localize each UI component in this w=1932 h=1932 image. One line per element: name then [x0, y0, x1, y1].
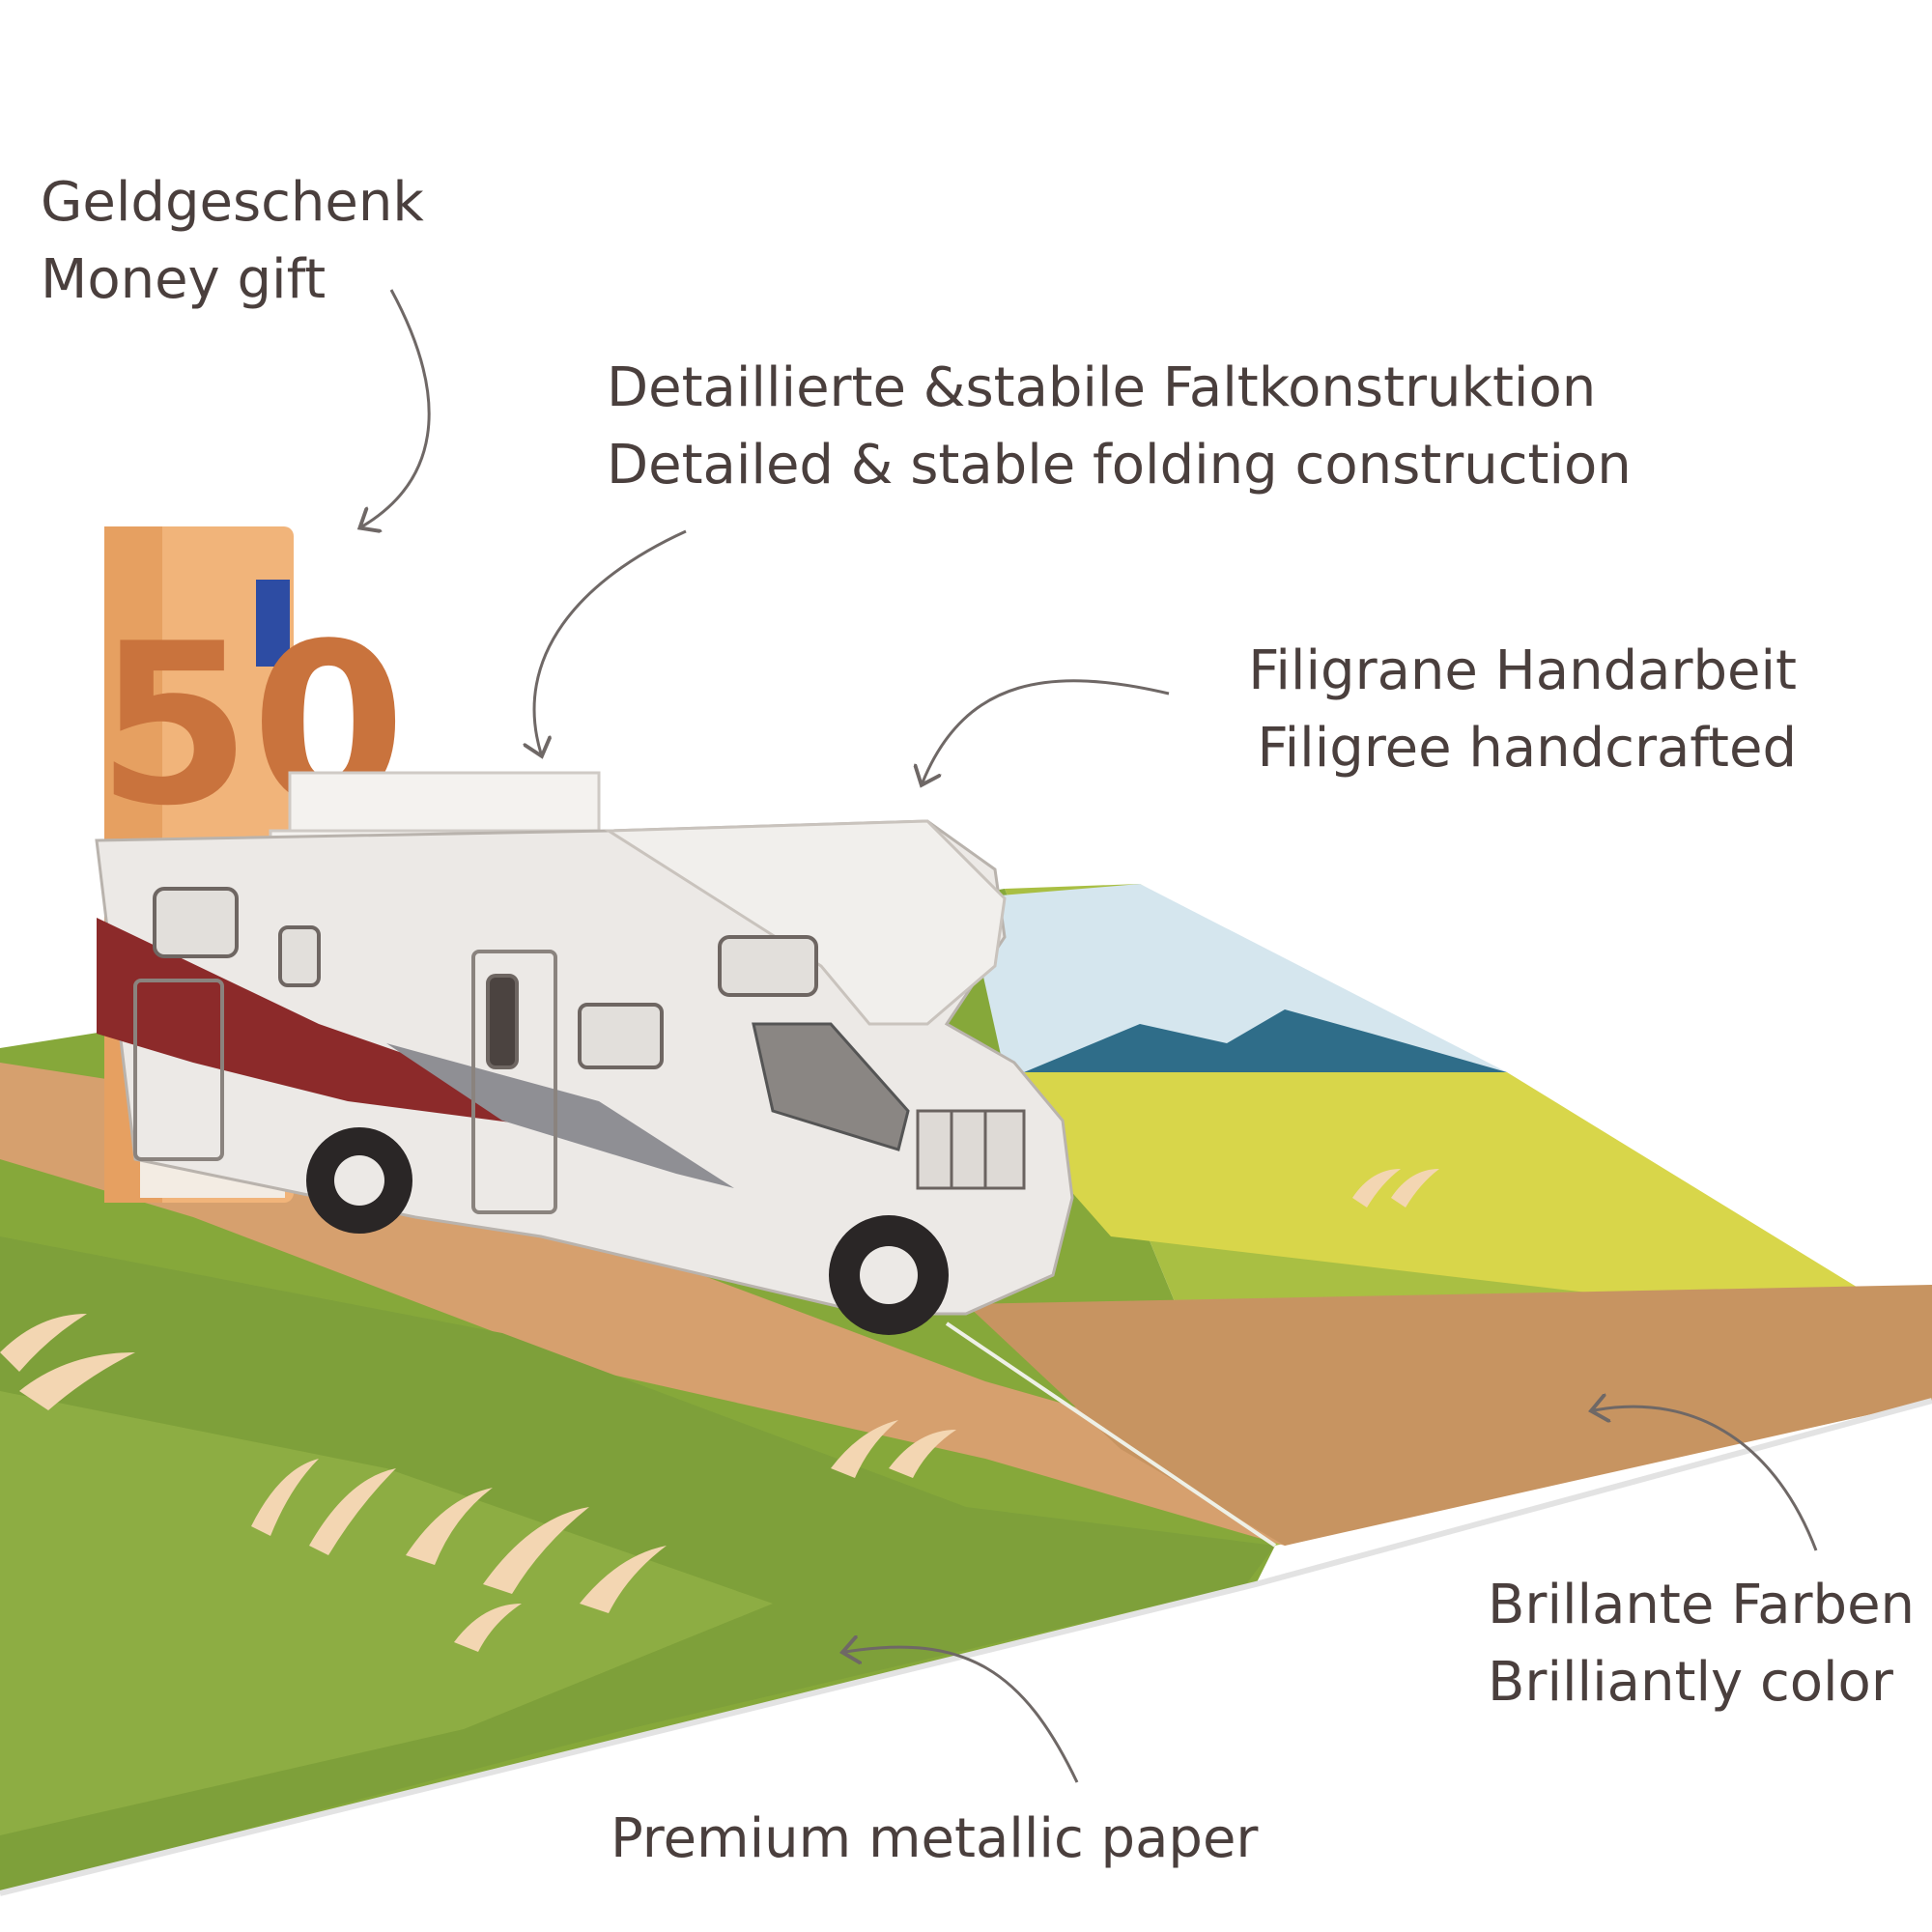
arrow-construction — [534, 529, 687, 753]
meadow — [966, 1072, 1932, 1333]
card-edge — [0, 1398, 1932, 1896]
arrow-colors — [1594, 1406, 1818, 1551]
label-paper-en: Premium metallic paper — [611, 1807, 1259, 1870]
arrow-paper — [845, 1647, 1079, 1783]
grass-tufts — [0, 1169, 1439, 1652]
van-wheels — [306, 1127, 949, 1335]
label-money-gift-en: Money gift — [41, 248, 327, 311]
van-doors — [133, 950, 557, 1214]
label-construction-de: Detaillierte &stabile Faltkonstruktion — [607, 356, 1597, 419]
arrow-handcrafted — [923, 679, 1170, 782]
label-handcrafted: Filigrane Handarbeit Filigree handcrafte… — [1248, 633, 1797, 787]
label-colors-en: Brilliantly color — [1488, 1651, 1893, 1714]
dirt-path-lower — [966, 1285, 1932, 1546]
card-fold-line — [945, 1321, 1277, 1548]
van-windows — [153, 887, 818, 1069]
arrow-money-gift — [362, 289, 431, 526]
label-construction-en: Detailed & stable folding construction — [607, 434, 1632, 497]
label-handcrafted-en: Filigree handcrafted — [1257, 717, 1797, 780]
annotation-arrows — [362, 289, 1818, 1783]
grass-patch-light — [0, 1391, 773, 1835]
label-paper: Premium metallic paper — [611, 1801, 1258, 1878]
camper-van: 50 — [95, 526, 1074, 1335]
van-grille — [916, 1109, 1026, 1190]
label-colors: Brillante Farben Brilliantly color — [1488, 1567, 1915, 1721]
label-money-gift: Geldgeschenk Money gift — [41, 164, 424, 319]
label-construction: Detaillierte &stabile Faltkonstruktion D… — [607, 350, 1632, 504]
van-alcove — [604, 819, 1007, 1026]
label-colors-de: Brillante Farben — [1488, 1574, 1916, 1636]
sky-backdrop — [966, 884, 1507, 1072]
mountain — [1024, 1009, 1507, 1072]
van-windshield — [752, 1022, 910, 1151]
label-money-gift-de: Geldgeschenk — [41, 171, 424, 234]
label-handcrafted-de: Filigrane Handarbeit — [1248, 639, 1797, 702]
